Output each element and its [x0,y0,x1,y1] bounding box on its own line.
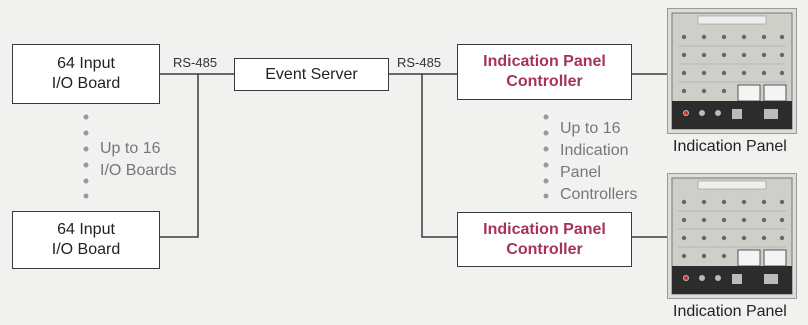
wire-bus-board2 [160,74,199,238]
io-note-line2: I/O Boards [100,162,177,179]
link-label-right: RS-485 [397,55,442,70]
io-board-2-line1: 64 Input [57,221,115,238]
controllers-note: Up to 16 Indication Panel Controllers [560,118,637,206]
indication-panel-image-1 [667,8,797,134]
indication-panel-caption-2: Indication Panel [673,303,787,320]
event-server-label: Event Server [265,65,358,83]
controller-ellipsis-dots [543,114,549,199]
controllers-note-line2: Indication [560,142,629,159]
indication-panel-image-2 [667,173,797,299]
event-server: Event Server [234,58,389,91]
io-board-1-line2: I/O Board [51,75,121,92]
io-board-1-line1: 64 Input [57,55,115,72]
controllers-note-line1: Up to 16 [560,120,621,137]
io-board-2-line2: I/O Board [51,241,121,258]
controllers-note-line3: Panel [560,164,601,181]
controller-2-line1: Indication Panel [483,220,606,238]
io-boards-note: Up to 16 I/O Boards [100,138,176,182]
controller-1-line1: Indication Panel [483,53,606,70]
wire-bus-controller2 [421,74,457,238]
io-note-line1: Up to 16 [100,140,161,157]
link-label-left: RS-485 [173,55,218,70]
controller-1-line2: Controller [506,73,583,90]
indication-panel-caption-1: Indication Panel [673,138,787,155]
controller-2-line2: Controller [506,240,583,258]
controllers-note-line4: Controllers [560,186,638,203]
panel-graphic-1 [671,12,793,130]
panel-graphic-2 [671,177,793,295]
io-ellipsis-dots [83,114,89,199]
